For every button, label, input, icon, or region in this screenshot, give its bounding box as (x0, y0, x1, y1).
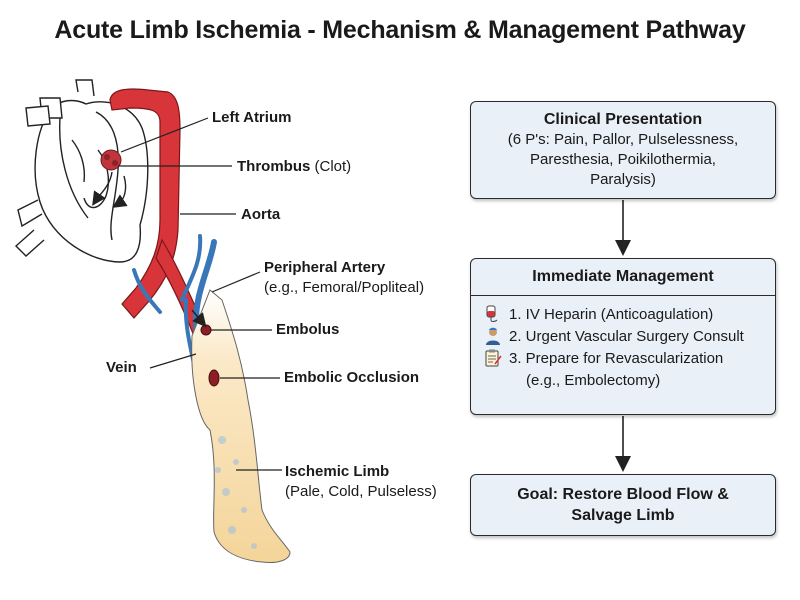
heart (14, 79, 149, 263)
immediate-management-box: Immediate Management 1. IV Heparin (Anti… (470, 258, 776, 415)
presentation-line: Paresthesia, Poikilothermia, (530, 151, 716, 168)
ischemic-limb (191, 289, 291, 563)
goal-box: Goal: Restore Blood Flow & Salvage Limb (470, 474, 776, 536)
management-item: 2. Urgent Vascular Surgery Consult (483, 326, 775, 348)
limb-mottling (215, 436, 257, 549)
clinical-presentation-heading: Clinical Presentation (543, 111, 703, 128)
goal-line: Goal: Restore Blood Flow & (517, 486, 729, 503)
label-peripheral-artery-note: (e.g., Femoral/Popliteal) (264, 279, 425, 296)
label-aorta: Aorta (241, 206, 281, 223)
goal-line: Salvage Limb (571, 507, 675, 524)
label-thrombus: Thrombus (Clot) (237, 158, 352, 175)
label-embolic-occlusion: Embolic Occlusion (284, 369, 420, 386)
label-vein: Vein (106, 359, 137, 376)
surgeon-icon (486, 327, 500, 345)
immediate-management-heading: Immediate Management (471, 259, 775, 296)
label-ischemic-limb-note: (Pale, Cold, Pulseless) (285, 483, 437, 500)
presentation-line: (6 P's: Pain, Pallor, Pulselessness, (507, 131, 739, 148)
occlusion-mark (208, 369, 220, 387)
label-peripheral-artery: Peripheral Artery (264, 259, 386, 276)
management-item: 3. Prepare for Revascularization (e.g., … (483, 348, 775, 392)
clinical-presentation-box: Clinical Presentation (6 P's: Pain, Pall… (470, 101, 776, 199)
page-title: Acute Limb Ischemia - Mechanism & Manage… (54, 16, 746, 44)
iv-bag-icon (486, 305, 498, 322)
thrombus-clot (100, 149, 122, 171)
management-item: 1. IV Heparin (Anticoagulation) (483, 304, 775, 326)
label-embolus: Embolus (276, 321, 340, 338)
embolus-mark (200, 324, 212, 336)
clipboard-icon (485, 349, 502, 367)
leader-lines (118, 117, 282, 471)
label-ischemic-limb: Ischemic Limb (285, 463, 390, 480)
label-left-atrium: Left Atrium (212, 109, 292, 126)
presentation-line: Paralysis) (590, 171, 656, 188)
